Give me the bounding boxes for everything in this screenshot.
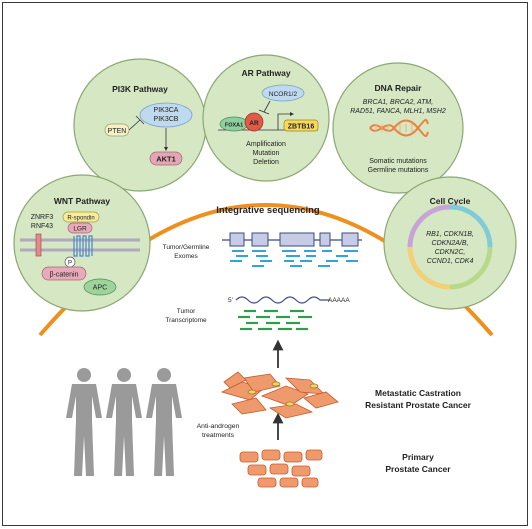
exome-reads xyxy=(230,250,358,267)
metastatic-label-1: Metastatic Castration xyxy=(375,388,461,398)
pten-inhibit-line xyxy=(128,119,141,131)
ar-alteration-2: Mutation xyxy=(253,150,280,157)
primary-label-1: Primary xyxy=(402,452,434,462)
rspondin-box xyxy=(62,211,100,223)
rnf43-label: RNF43 xyxy=(31,223,53,230)
ar-pathway-panel: AR Pathway NCOR1/2 FOXA1 AR ZBTB16 Ampli… xyxy=(202,54,330,182)
phospho-label: P xyxy=(68,261,72,267)
exomes-label-2: Exomes xyxy=(174,253,198,260)
transcription-arrow xyxy=(277,112,294,130)
metastatic-cell-cluster xyxy=(220,371,339,419)
akt1-label: AKT1 xyxy=(156,155,176,164)
ar-alteration-3: Deletion xyxy=(253,159,279,166)
exomes-label-1: Tumor/Germline xyxy=(163,244,210,251)
patient-figure xyxy=(146,368,182,476)
ar-node xyxy=(244,112,264,132)
beta-catenin-box xyxy=(41,266,87,281)
pik3cb-label: PIK3CB xyxy=(154,116,179,123)
apc-label: APC xyxy=(93,285,107,292)
cell-cycle-ring-icon xyxy=(407,204,493,290)
apc-oval xyxy=(83,278,117,296)
wnt-title: WNT Pathway xyxy=(54,196,110,206)
zbtb16-label: ZBTB16 xyxy=(288,124,315,131)
five-prime-label: 5' xyxy=(228,297,233,304)
dna-repair-panel: DNA Repair BRCA1, BRCA2, ATM, RAD51, FAN… xyxy=(332,62,464,194)
sequencing-title: Integrative sequencing xyxy=(216,205,320,216)
pik3-oval xyxy=(139,102,193,128)
treatment-label-2: treatments xyxy=(202,432,235,439)
ar-label: AR xyxy=(249,120,259,127)
ar-title: AR Pathway xyxy=(241,68,290,78)
mrna-wave xyxy=(235,296,330,304)
treatment-label-1: Anti-androgen xyxy=(197,423,240,430)
lgr-receptor xyxy=(73,235,93,257)
wnt-pathway-panel: WNT Pathway ZNRF3 RNF43 R-spondin LGR P … xyxy=(13,174,151,312)
primary-label-2: Prostate Cancer xyxy=(385,464,451,474)
transcriptome-label-1: Tumor xyxy=(177,308,196,315)
lgr-label: LGR xyxy=(73,226,87,233)
ncor-label: NCOR1/2 xyxy=(269,91,298,98)
patient-figures-icon xyxy=(66,368,182,476)
metastatic-label-2: Resistant Prostate Cancer xyxy=(365,400,472,410)
pi3k-pathway-panel: PI3K Pathway PIK3CA PIK3CB PTEN AKT1 xyxy=(73,58,207,192)
patient-figure xyxy=(106,368,142,476)
somatic-mutations: Somatic mutations xyxy=(369,158,427,165)
exon-blocks xyxy=(229,232,359,247)
znrf3-label: ZNRF3 xyxy=(31,214,54,221)
transcriptome-reads xyxy=(238,309,312,331)
transcriptome-label-2: Transcriptome xyxy=(165,317,207,324)
pi3k-title: PI3K Pathway xyxy=(112,84,168,94)
lgr-box xyxy=(67,222,93,234)
germline-mutations: Germline mutations xyxy=(368,167,429,174)
cell-cycle-genes-3: CDKN2C, xyxy=(435,249,466,256)
polya-label: AAAAA xyxy=(328,297,350,304)
cell-cycle-genes-4: CCND1, CDK4 xyxy=(427,258,474,265)
dna-repair-genes-2: RAD51, FANCA, MLH1, MSH2 xyxy=(350,108,446,115)
primary-cell-cluster xyxy=(239,449,323,488)
patient-figure xyxy=(66,368,102,476)
cell-cycle-genes-1: RB1, CDKN1B, xyxy=(426,231,474,238)
cell-cycle-panel: Cell Cycle RB1, CDKN1B, CDKN2A/B, CDKN2C… xyxy=(383,176,517,310)
beta-catenin-label: β-catenin xyxy=(50,272,79,279)
pten-inhibit-bar xyxy=(135,115,145,125)
ncor-inhibit-bar xyxy=(258,109,270,115)
figure-frame xyxy=(2,2,528,526)
pik3ca-label: PIK3CA xyxy=(154,107,179,114)
cell-cycle-genes-2: CDKN2A/B, xyxy=(432,240,469,247)
dna-helix-rungs xyxy=(375,124,413,132)
sequencing-panel: Integrative sequencing Tumor/Germline Ex… xyxy=(163,205,362,331)
zbtb16-box xyxy=(283,119,319,132)
znrf3-receptor xyxy=(35,233,42,257)
rspondin-label: R-spondin xyxy=(67,216,94,222)
ar-alteration-1: Amplification xyxy=(246,141,286,148)
ncor-inhibit-line xyxy=(263,100,271,113)
akt1-box xyxy=(149,151,183,166)
foxa1-label: FOXA1 xyxy=(225,123,243,129)
dna-repair-genes-1: BRCA1, BRCA2, ATM, xyxy=(363,99,433,106)
pten-label: PTEN xyxy=(108,128,127,135)
dna-repair-title: DNA Repair xyxy=(375,83,423,93)
ncor-oval xyxy=(261,84,305,102)
cell-cycle-title: Cell Cycle xyxy=(430,196,471,206)
